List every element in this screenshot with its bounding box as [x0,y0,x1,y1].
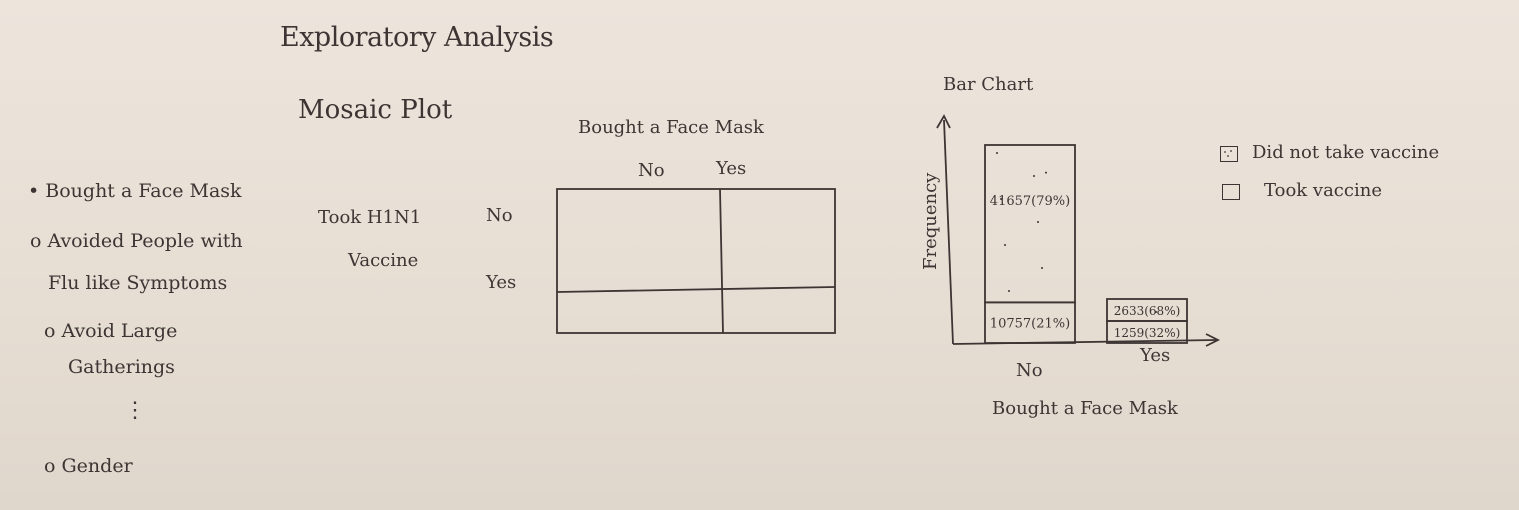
bullet-marker: o [44,455,56,477]
list-item-label: Bought a Face Mask [45,180,242,202]
mosaic-col-divider [719,188,724,334]
dot-pattern [1000,198,1002,200]
mosaic-column-variable: Bought a Face Mask [578,117,764,138]
mosaic-plot [556,188,836,334]
dot-pattern [1037,221,1039,223]
x-axis-label: Bought a Face Mask [992,398,1178,419]
bar-chart-bars [984,144,1188,344]
list-item: o Avoided People with [30,230,243,252]
bar-chart-data-labels: 10757(21%) 41657(79%) 1259(32%) 2633(68%) [990,194,1180,340]
list-item: Gatherings [68,356,175,378]
x-axis-arrow [1205,333,1221,347]
list-item-label: Flu like Symptoms [48,272,228,294]
bullet-marker: • [28,180,40,202]
page-title: Exploratory Analysis [280,22,554,53]
chart-title: Bar Chart [943,74,1034,95]
mosaic-row-divider [556,286,836,293]
list-item: Flu like Symptoms [48,272,227,294]
mosaic-row-variable: Took H1N1 [318,207,422,228]
x-tick-label-no: No [1016,360,1043,381]
list-item-label: Avoid Large [61,320,178,342]
y-axis [943,119,954,345]
mosaic-column-level-no: No [638,160,665,181]
list-item-label: Gatherings [68,356,175,378]
bullet-marker: o [44,320,56,342]
bar-data-label: 2633(68%) [1114,304,1181,318]
list-item: • Bought a Face Mask [28,180,242,202]
dot-pattern [1155,311,1157,313]
dot-pattern [1008,290,1010,292]
bar-data-label: 41657(79%) [990,194,1070,209]
dot-pattern [996,152,998,154]
bullet-marker: o [30,230,42,252]
y-axis-arrow [936,114,951,129]
legend-swatch-plain [1222,184,1240,200]
mosaic-row-level-yes: Yes [486,272,517,293]
x-tick-label-yes: Yes [1140,345,1171,366]
legend-swatch-dotted [1220,146,1238,162]
dot-pattern [1118,306,1120,308]
mosaic-outline [556,188,836,334]
dot-pattern [1041,267,1043,269]
mosaic-row-variable-line2: Vaccine [348,250,419,271]
list-item-label: Avoided People with [47,230,243,252]
list-item-label: Gender [61,455,133,477]
bar-data-label: 10757(21%) [990,317,1070,332]
dot-pattern [1033,175,1035,177]
dot-pattern [1045,171,1047,174]
bar-data-label: 1259(32%) [1114,326,1181,340]
mosaic-heading: Mosaic Plot [298,95,453,125]
legend-label-did-not-take: Did not take vaccine [1252,142,1440,163]
ellipsis-marker: ⋮ [124,398,146,423]
mosaic-column-level-yes: Yes [716,158,747,179]
legend-label-took: Took vaccine [1264,180,1382,201]
y-axis-label: Frequency [920,172,941,270]
list-item: o Gender [44,455,133,477]
mosaic-row-level-no: No [486,205,513,226]
dot-pattern [1004,244,1006,246]
bar-segment-yes-did-not-take [1106,298,1188,322]
list-item: o Avoid Large [44,320,177,342]
bar-segment-no-did-not-take [984,144,1076,304]
